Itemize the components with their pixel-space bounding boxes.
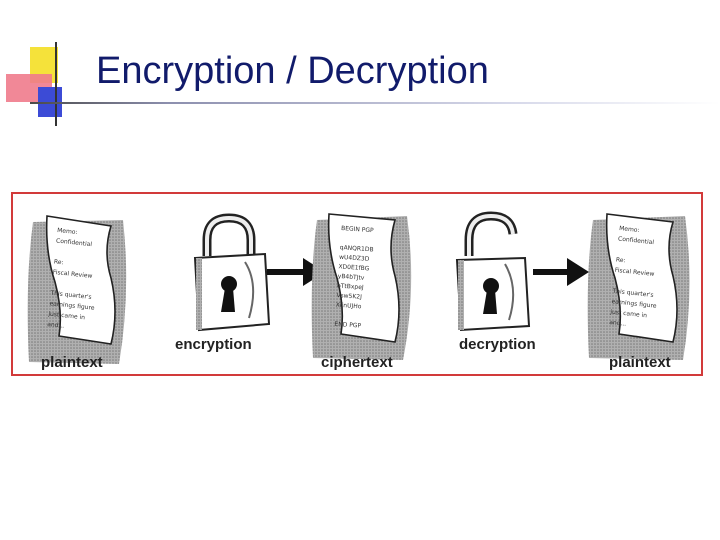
document-text-line: and...: [609, 319, 627, 328]
label-decryption: decryption: [459, 336, 536, 353]
document-text-line: Confidential: [618, 235, 655, 246]
document-text-line: XD0E1fBG: [338, 263, 370, 272]
document-text-line: wU4DZ3D: [339, 254, 370, 263]
document-text-line: END PGP: [334, 321, 361, 330]
closed-lock-icon: [193, 213, 271, 332]
document-text-line: earnings figure: [611, 298, 657, 310]
label-plaintext-right: plaintext: [609, 354, 671, 371]
open-lock-icon: [455, 211, 531, 332]
title-underline: [30, 102, 720, 104]
page-title: Encryption / Decryption: [96, 50, 489, 92]
document-text-line: This quarter's: [49, 290, 92, 301]
label-encryption: encryption: [175, 336, 252, 353]
document-text-line: Vsw5K2J: [336, 292, 362, 301]
document-text-line: qANQR1DB: [340, 244, 374, 253]
document-text-line: Confidential: [56, 237, 93, 248]
document-text-line: yB4bTJtv: [338, 273, 366, 282]
ciphertext-document: BEGIN PGP qANQR1DBwU4DZ3DXD0E1fBGyB4bTJtv…: [311, 213, 412, 360]
document-text-line: just came in: [47, 310, 85, 321]
document-text-line: Re:: [53, 258, 63, 266]
document-text-line: just came in: [609, 308, 647, 319]
document-text-line: Memo:: [57, 227, 78, 236]
document-text-line: BEGIN PGP: [341, 225, 374, 234]
document-text-line: earnings figure: [49, 300, 95, 312]
document-text-line: Re:: [615, 256, 625, 264]
document-text-line: Fiscal Review: [52, 269, 92, 280]
document-text-line: oTtBxpeJ: [337, 282, 364, 291]
document-text-line: Memo:: [619, 225, 640, 234]
label-ciphertext: ciphertext: [321, 354, 393, 371]
document-text-line: Fiscal Review: [614, 267, 654, 278]
document-text-line: XFnUJHo: [336, 302, 362, 311]
title-deco-vertical-line: [55, 42, 57, 126]
document-text-line: This quarter's: [611, 288, 654, 299]
label-plaintext-left: plaintext: [41, 354, 103, 371]
document-text-line: and...: [47, 321, 65, 330]
